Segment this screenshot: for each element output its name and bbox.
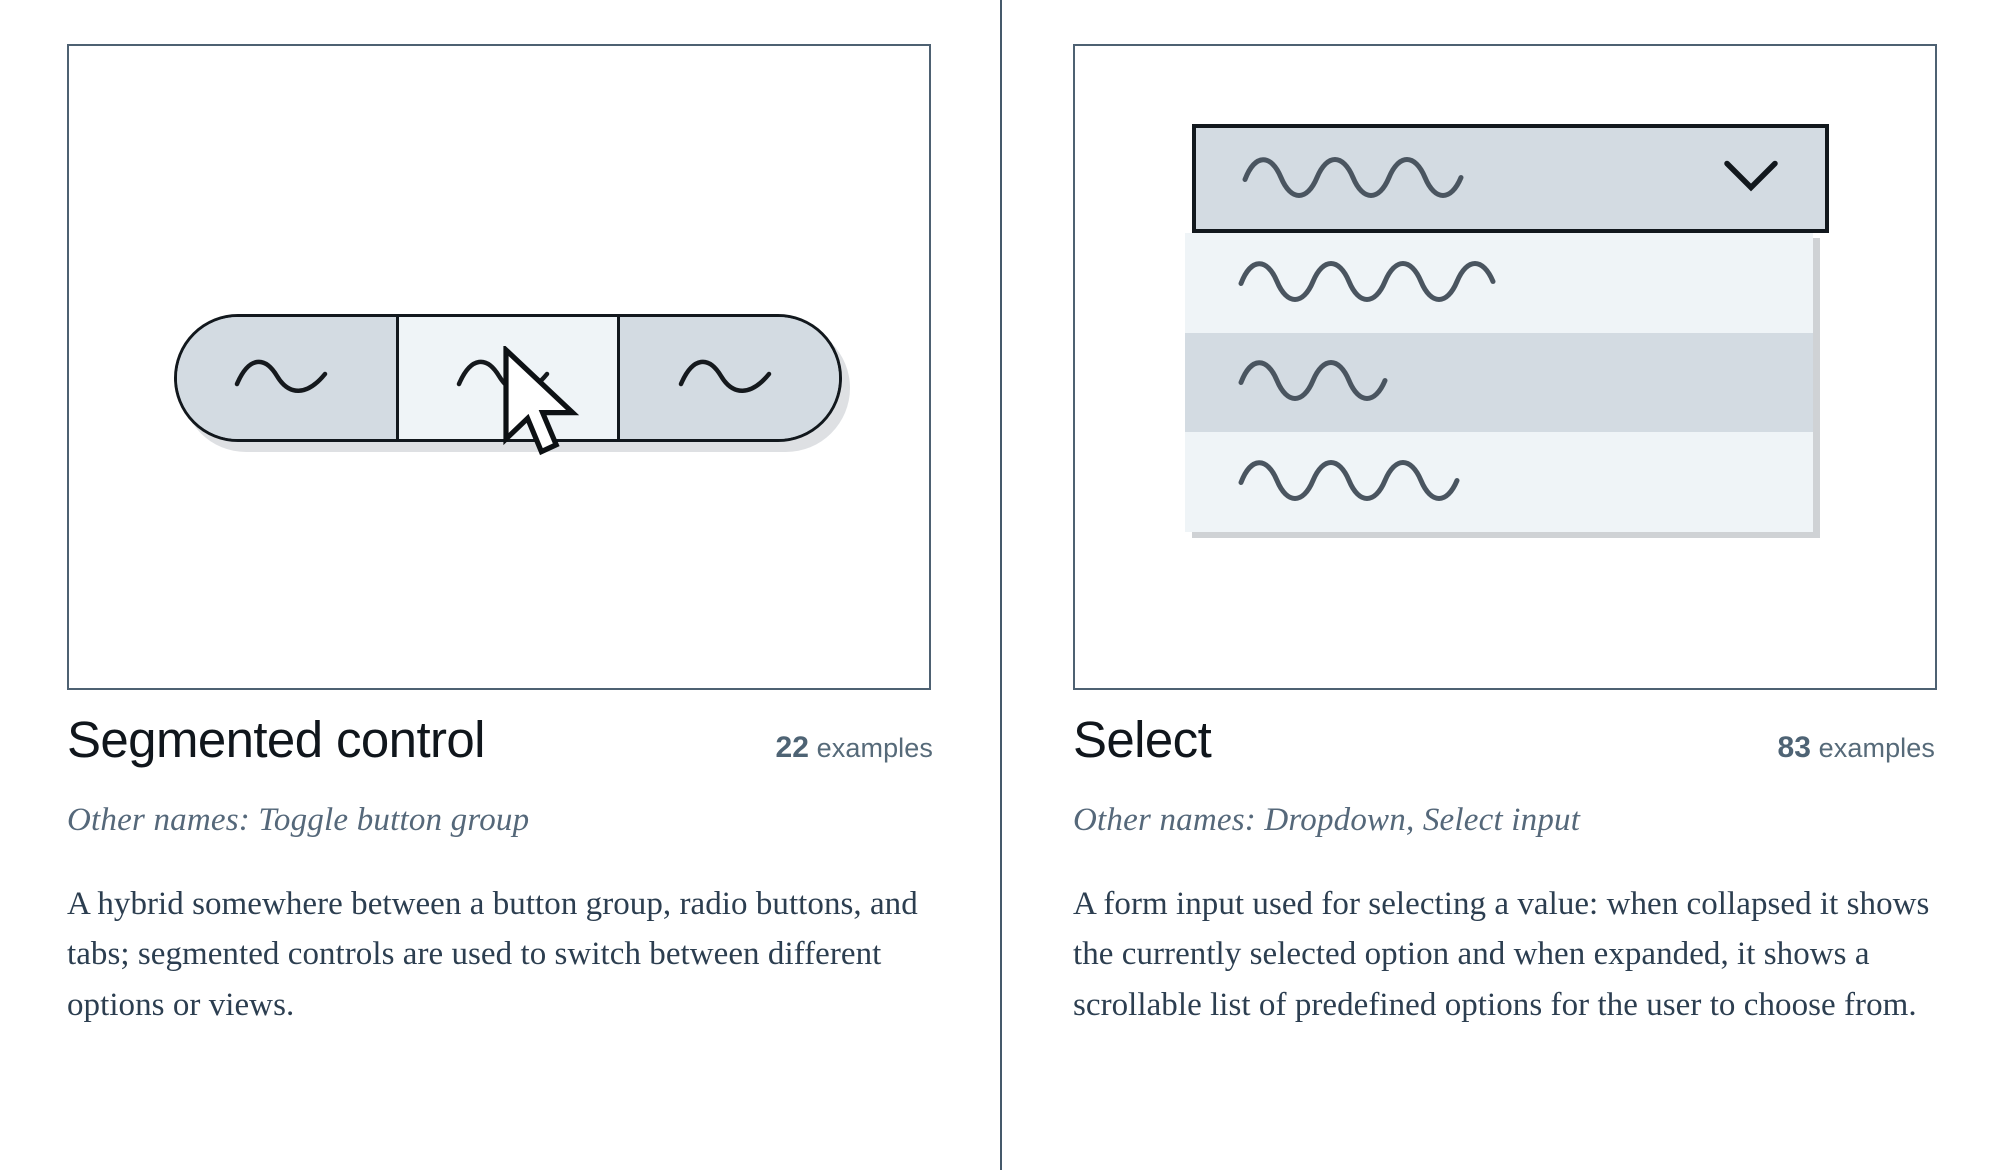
segment-item-1[interactable] — [177, 317, 396, 439]
examples-count-number: 22 — [775, 731, 810, 764]
wave-squiggle-icon — [235, 359, 328, 393]
illustration-canvas-segmented-control — [69, 46, 929, 688]
wave-squiggle-icon — [678, 359, 771, 393]
option-label-placeholder — [1237, 450, 1507, 513]
examples-count-number: 83 — [1777, 731, 1812, 764]
select-option-1[interactable] — [1185, 233, 1813, 333]
wave-squiggle-long-icon — [1238, 460, 1460, 501]
other-names: Other names: Dropdown, Select input — [1073, 802, 1581, 839]
examples-count-label: examples — [1818, 733, 1935, 763]
title-row: Segmented control 22 examples — [67, 712, 933, 767]
select-options-list[interactable] — [1185, 233, 1813, 532]
illustration-frame-select — [1073, 44, 1937, 690]
chevron-down-icon[interactable] — [1723, 159, 1779, 198]
select-dropdown-illustration[interactable] — [1159, 77, 1859, 538]
select-value-placeholder — [1241, 147, 1511, 210]
wave-squiggle-medium-icon — [1238, 360, 1388, 402]
component-card-select[interactable]: Select 83 examples Other names: Dropdown… — [1000, 0, 2000, 1170]
other-names: Other names: Toggle button group — [67, 802, 530, 839]
wave-squiggle-long-icon — [1238, 261, 1496, 302]
component-text-block-select: Select 83 examples Other names: Dropdown… — [1073, 712, 1945, 1030]
column-divider — [1000, 0, 1002, 1170]
option-label-placeholder — [1237, 351, 1432, 414]
component-text-block-segmented-control: Segmented control 22 examples Other name… — [67, 712, 939, 1030]
illustration-frame-segmented-control — [67, 44, 931, 690]
examples-count: 83 examples — [1777, 731, 1935, 765]
select-option-3[interactable] — [1185, 432, 1813, 532]
component-description: A hybrid somewhere between a button grou… — [67, 886, 918, 1023]
examples-count-label: examples — [816, 733, 933, 763]
page-title: Select — [1073, 711, 1212, 768]
segment-item-3[interactable] — [617, 317, 839, 439]
segment-item-2-selected[interactable] — [395, 317, 618, 439]
illustration-canvas-select — [1075, 46, 1935, 688]
select-option-2-highlighted[interactable] — [1185, 332, 1813, 433]
segmented-control-body[interactable] — [174, 314, 842, 442]
select-collapsed-field[interactable] — [1192, 124, 1829, 233]
segmented-control-illustration[interactable] — [174, 314, 850, 452]
wave-squiggle-long-icon — [1242, 156, 1464, 198]
option-label-placeholder — [1237, 251, 1537, 314]
page-title: Segmented control — [67, 711, 486, 768]
examples-count: 22 examples — [775, 731, 933, 765]
component-card-segmented-control[interactable]: Segmented control 22 examples Other name… — [0, 0, 1000, 1170]
title-row: Select 83 examples — [1073, 712, 1935, 767]
component-description: A form input used for selecting a value:… — [1073, 886, 1930, 1023]
wave-squiggle-icon — [456, 359, 550, 393]
